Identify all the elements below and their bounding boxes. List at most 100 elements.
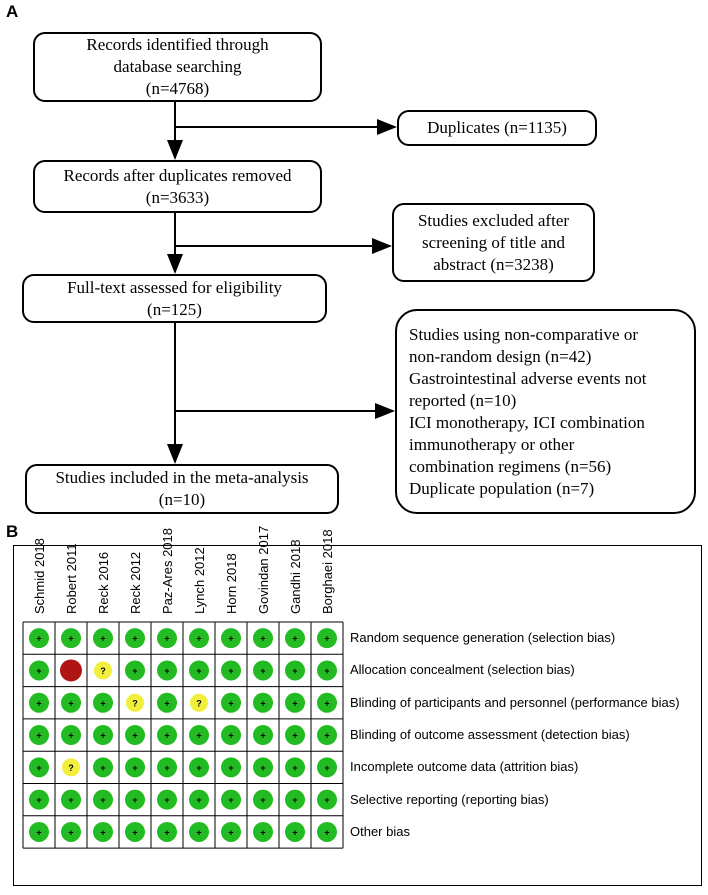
box-records-identified: Records identified through database sear… bbox=[33, 32, 322, 102]
box-excluded-title: Studies excluded after screening of titl… bbox=[392, 203, 595, 282]
judgement-symbol: + bbox=[100, 698, 105, 708]
judgement-symbol: + bbox=[196, 827, 201, 837]
judgement-symbol: + bbox=[292, 666, 297, 676]
low-risk-icon bbox=[189, 628, 209, 649]
low-risk-icon bbox=[221, 692, 241, 713]
judgement-symbol: + bbox=[228, 666, 233, 676]
low-risk-icon bbox=[221, 789, 241, 810]
judgement-symbol: + bbox=[164, 698, 169, 708]
box-line: database searching bbox=[113, 57, 242, 76]
low-risk-icon bbox=[221, 725, 241, 746]
judgement-symbol: + bbox=[292, 731, 297, 741]
box-duplicates: Duplicates (n=1135) bbox=[397, 110, 597, 146]
panel-a-label: A bbox=[6, 2, 19, 21]
judgement-symbol: + bbox=[164, 634, 169, 644]
low-risk-icon bbox=[189, 757, 209, 778]
judgement-symbol: + bbox=[324, 763, 329, 773]
box-excluded-fulltext: Studies using non-comparative or non-ran… bbox=[395, 309, 696, 514]
judgement-symbol: + bbox=[260, 731, 265, 741]
judgement-symbol: + bbox=[228, 827, 233, 837]
judgement-symbol: + bbox=[164, 666, 169, 676]
low-risk-icon bbox=[61, 789, 81, 810]
low-risk-icon bbox=[253, 789, 273, 810]
low-risk-icon bbox=[253, 821, 273, 842]
low-risk-icon bbox=[189, 789, 209, 810]
judgement-symbol: + bbox=[196, 634, 201, 644]
low-risk-icon bbox=[221, 660, 241, 681]
judgement-symbol: + bbox=[260, 666, 265, 676]
domain-label: Blinding of outcome assessment (detectio… bbox=[350, 727, 630, 743]
low-risk-icon bbox=[157, 789, 177, 810]
low-risk-icon bbox=[221, 757, 241, 778]
box-line: combination regimens (n=56) bbox=[409, 456, 612, 476]
low-risk-icon bbox=[253, 757, 273, 778]
judgement-symbol: + bbox=[228, 698, 233, 708]
box-line: Studies using non-comparative or bbox=[409, 324, 638, 344]
low-risk-icon bbox=[189, 821, 209, 842]
judgement-symbol: + bbox=[228, 795, 233, 805]
low-risk-icon bbox=[93, 789, 113, 810]
judgement-symbol: ? bbox=[132, 698, 138, 708]
low-risk-icon bbox=[61, 821, 81, 842]
low-risk-icon bbox=[157, 821, 177, 842]
low-risk-icon bbox=[29, 821, 49, 842]
low-risk-icon bbox=[157, 692, 177, 713]
box-line: Duplicate population (n=7) bbox=[409, 478, 595, 498]
low-risk-icon bbox=[157, 628, 177, 649]
low-risk-icon bbox=[317, 757, 337, 778]
box-line: (n=3633) bbox=[145, 187, 210, 207]
judgement-symbol: + bbox=[100, 827, 105, 837]
low-risk-icon bbox=[189, 660, 209, 681]
judgement-symbol: + bbox=[292, 795, 297, 805]
low-risk-icon bbox=[285, 692, 305, 713]
box-line: screening of title and bbox=[421, 232, 566, 252]
box-line: non-random design (n=42) bbox=[409, 346, 592, 366]
box-line: ICI monotherapy, ICI combination bbox=[409, 412, 645, 432]
low-risk-icon bbox=[29, 725, 49, 746]
domain-label: Blinding of participants and personnel (… bbox=[350, 694, 680, 710]
judgement-symbol: + bbox=[324, 666, 329, 676]
judgement-symbol: + bbox=[164, 731, 169, 741]
box-line: abstract (n=3238) bbox=[433, 254, 554, 274]
judgement-symbol: ? bbox=[100, 666, 106, 676]
judgement-symbol: + bbox=[196, 731, 201, 741]
judgement-symbol: + bbox=[292, 827, 297, 837]
low-risk-icon bbox=[285, 757, 305, 778]
judgement-symbol: + bbox=[324, 698, 329, 708]
low-risk-icon bbox=[317, 821, 337, 842]
judgement-symbol: + bbox=[196, 795, 201, 805]
low-risk-icon bbox=[61, 628, 81, 649]
judgement-symbol: + bbox=[68, 634, 73, 644]
judgement-symbol: + bbox=[132, 763, 137, 773]
box-line: Records identified through bbox=[86, 35, 269, 54]
judgement-symbol: + bbox=[260, 827, 265, 837]
judgement-symbol: + bbox=[68, 827, 73, 837]
judgement-symbol: + bbox=[324, 634, 329, 644]
judgement-symbol: + bbox=[292, 763, 297, 773]
unclear-risk-icon bbox=[62, 758, 80, 777]
judgement-symbol: + bbox=[132, 795, 137, 805]
judgement-symbol: + bbox=[260, 795, 265, 805]
judgement-symbol: + bbox=[324, 827, 329, 837]
box-line: (n=10) bbox=[158, 490, 206, 509]
low-risk-icon bbox=[93, 757, 113, 778]
low-risk-icon bbox=[253, 692, 273, 713]
low-risk-icon bbox=[157, 725, 177, 746]
low-risk-icon bbox=[253, 660, 273, 681]
low-risk-icon bbox=[285, 628, 305, 649]
domain-label: Selective reporting (reporting bias) bbox=[350, 791, 549, 807]
unclear-risk-icon bbox=[126, 693, 144, 712]
flow-arrows bbox=[167, 102, 397, 464]
low-risk-icon bbox=[317, 789, 337, 810]
judgement-symbol: + bbox=[196, 666, 201, 676]
low-risk-icon bbox=[317, 660, 337, 681]
low-risk-icon bbox=[125, 789, 145, 810]
box-line: reported (n=10) bbox=[409, 390, 517, 410]
low-risk-icon bbox=[125, 725, 145, 746]
judgement-symbol: + bbox=[260, 698, 265, 708]
low-risk-icon bbox=[285, 660, 305, 681]
judgement-symbol: + bbox=[100, 634, 105, 644]
low-risk-icon bbox=[317, 628, 337, 649]
low-risk-icon bbox=[29, 757, 49, 778]
judgement-symbol: + bbox=[68, 698, 73, 708]
